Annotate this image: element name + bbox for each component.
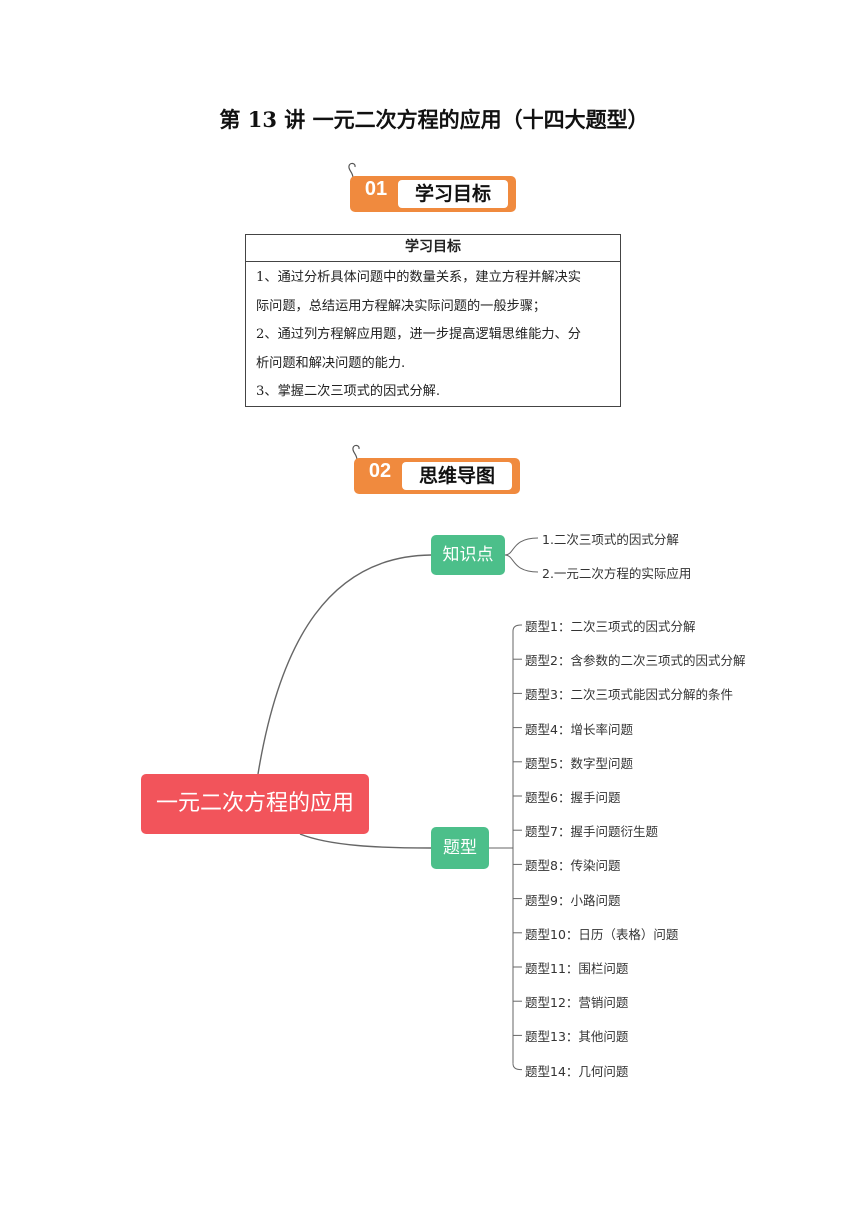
connector-knowledge-leaves — [504, 537, 539, 573]
goal-line: 3、掌握二次三项式的因式分解. — [256, 384, 441, 399]
mindmap-node-knowledge: 知识点 — [431, 535, 505, 575]
section-number: 02 — [368, 460, 392, 482]
mindmap-leaf: 2.一元二次方程的实际应用 — [542, 566, 692, 581]
mindmap-leaf: 题型4：增长率问题 — [525, 721, 633, 737]
leaf-connector — [504, 554, 539, 573]
mindmap-leaf: 题型3：二次三项式能因式分解的条件 — [525, 687, 733, 703]
goals-table-body: 1、通过分析具体问题中的数量关系，建立方程并解决实 际问题，总结运用方程解决实际… — [246, 262, 620, 407]
mindmap-leaf: 题型2：含参数的二次三项式的因式分解 — [525, 653, 746, 669]
section-badge-goals: 01 学习目标 — [348, 162, 518, 214]
mindmap-leaf: 题型13：其他问题 — [525, 1029, 629, 1045]
goal-line: 1、通过分析具体问题中的数量关系，建立方程并解决实 — [256, 270, 581, 285]
leaf-connector — [504, 537, 539, 556]
mindmap-root: 一元二次方程的应用 — [141, 774, 369, 834]
curl-icon — [348, 162, 356, 178]
mindmap-leaf: 题型1：二次三项式的因式分解 — [525, 619, 696, 634]
goal-line: 析问题和解决问题的能力. — [256, 355, 406, 371]
mindmap-leaf: 题型8：传染问题 — [525, 858, 621, 874]
goals-table-header: 学习目标 — [246, 235, 620, 262]
mindmap-leaf: 1.二次三项式的因式分解 — [542, 532, 679, 547]
section-label: 思维导图 — [402, 462, 512, 490]
goal-line: 2、通过列方程解应用题，进一步提高逻辑思维能力、分 — [256, 327, 581, 342]
leaf-connector — [512, 624, 522, 632]
section-number: 01 — [364, 178, 388, 200]
connector-root-types — [299, 833, 432, 849]
mindmap-leaf: 题型6：握手问题 — [525, 790, 621, 805]
section-badge-mindmap: 02 思维导图 — [352, 444, 522, 496]
mindmap-leaf: 题型11：围栏问题 — [525, 961, 629, 976]
mindmap-leaf: 题型7：握手问题衍生题 — [525, 824, 658, 840]
mindmap-leaf: 题型14：几何问题 — [525, 1063, 629, 1079]
mindmap-leaf: 题型9：小路问题 — [525, 892, 621, 908]
mindmap-leaf: 题型12：营销问题 — [525, 995, 629, 1011]
connector-types-leaves — [489, 624, 522, 1071]
goal-line: 际问题，总结运用方程解决实际问题的一般步骤； — [256, 298, 547, 314]
page-title: 第 13 讲 一元二次方程的应用（十四大题型） — [219, 107, 649, 132]
mindmap-leaf: 题型5：数字型问题 — [525, 755, 633, 771]
connector-root-knowledge — [257, 554, 432, 775]
mindmap-node-types: 题型 — [431, 827, 489, 869]
goals-table: 学习目标 1、通过分析具体问题中的数量关系，建立方程并解决实 际问题，总结运用方… — [245, 234, 621, 407]
mindmap-leaf: 题型10：日历（表格）问题 — [525, 926, 679, 942]
leaf-connector — [512, 1063, 522, 1071]
curl-icon — [352, 444, 360, 460]
section-label: 学习目标 — [398, 180, 508, 208]
